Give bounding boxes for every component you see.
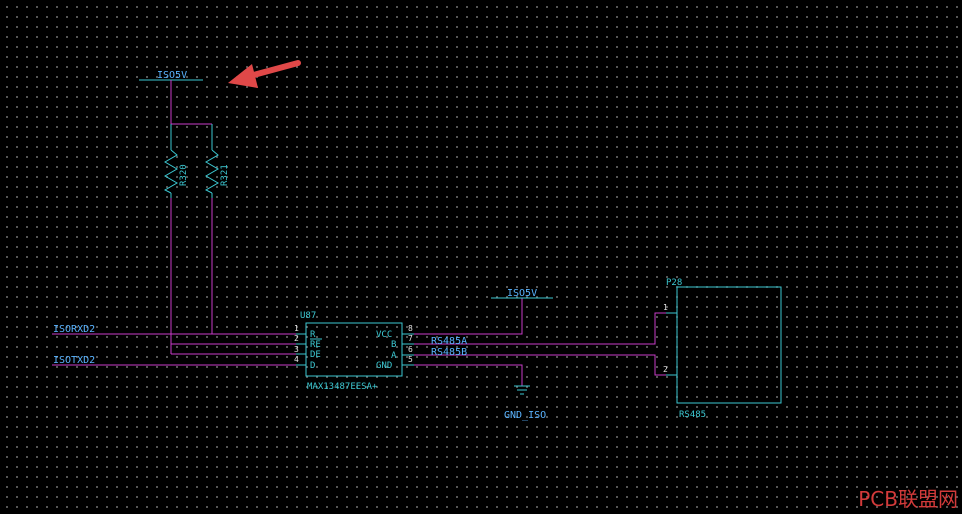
ic-pin-name: B [391,340,396,350]
wire-rs485b[interactable] [414,312,666,345]
ic-pin-name: R [310,330,316,340]
wire-vcc[interactable] [414,298,523,335]
resistor-label-r321: R321 [220,164,230,186]
ic-value: MAX13487EESA+ [307,382,378,392]
ic-pin-num: 4 [294,355,299,364]
connector-value: RS485 [679,410,706,420]
net-label-iso5v-top: ISO5V [157,70,187,81]
wire-gnd[interactable] [414,364,523,386]
ic-pin-name: RE [310,340,321,350]
net-label-rs485b[interactable]: RS485B [431,347,467,358]
ic-pin-num: 3 [294,345,299,354]
net-label-isorxd2[interactable]: ISORXD2 [53,324,95,335]
resistor-label-r320: R320 [179,164,189,186]
ic-ref: U87 [300,311,316,321]
net-label-isotxd2[interactable]: ISOTXD2 [53,355,95,366]
ic-pin-name: VCC [376,330,392,340]
net-label-gnd-iso: GND_ISO [504,410,546,421]
connector-pin-num: 1 [663,303,668,312]
power-port-iso5v-top[interactable]: ISO5V [139,70,203,81]
ic-body [305,322,403,377]
ic-pin-name: D [310,361,315,371]
arrow-head [228,64,258,88]
resistor-r320[interactable]: R320 [163,124,189,198]
ic-pin-num: 8 [408,324,413,333]
wires [52,80,666,386]
ic-u87[interactable]: U87 MAX13487EESA+ 1 2 3 4 R RE DE D 8 7 … [294,311,414,392]
ic-pin-num: 6 [408,345,413,354]
wire-iso5v-split[interactable] [170,80,212,125]
annotation-arrow [228,60,301,88]
connector-body [676,286,782,404]
ic-pin-num: 7 [408,334,413,343]
ic-pin-name: DE [310,350,321,360]
resistor-zigzag [163,149,178,194]
net-label-rs485a[interactable]: RS485A [431,336,467,347]
resistor-r321[interactable]: R321 [204,124,230,198]
power-port-iso5v-vcc[interactable]: ISO5V [491,288,553,299]
ic-pin-num: 1 [294,324,299,333]
net-label-iso5v-vcc: ISO5V [507,288,537,299]
wire-rs485a[interactable] [414,354,666,376]
resistor-zigzag [204,149,219,194]
connector-ref: P28 [666,278,682,288]
connector-pin-num: 2 [663,365,668,374]
ground-symbol[interactable]: GND_ISO [504,385,546,421]
watermark-text: PCB联盟网 [858,487,958,511]
ic-pin-num: 2 [294,334,299,343]
ic-pin-name: A [391,351,397,361]
arrow-shaft [247,60,301,79]
ic-pin-name: GND [376,361,392,371]
ic-pin-num: 5 [408,355,413,364]
connector-p28[interactable]: 1 2 P28 RS485 [663,278,782,420]
